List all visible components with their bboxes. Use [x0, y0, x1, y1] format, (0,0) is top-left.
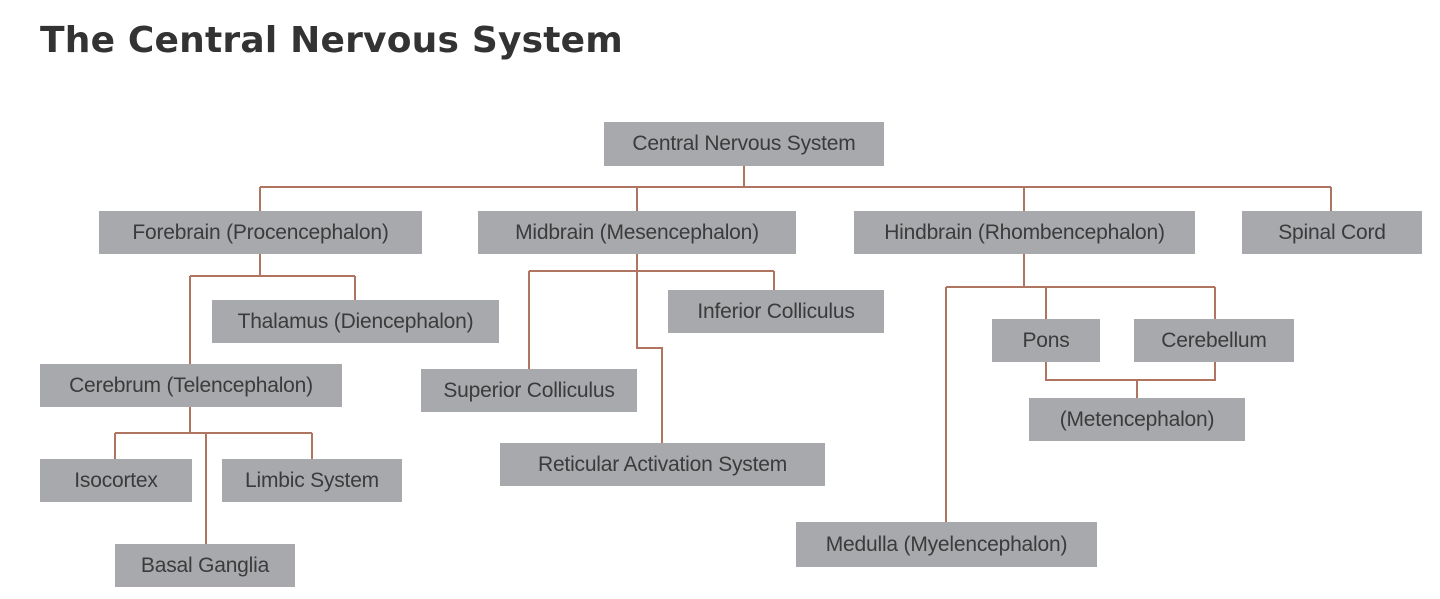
- node-hindbrain: Hindbrain (Rhombencephalon): [854, 211, 1195, 254]
- connector-hindbrain-branch: [945, 254, 1216, 522]
- connector-forebrain-branch: [189, 254, 356, 364]
- node-metencephalon: (Metencephalon): [1029, 398, 1245, 441]
- node-medulla: Medulla (Myelencephalon): [796, 522, 1097, 567]
- node-pons: Pons: [992, 319, 1100, 362]
- node-superior-colliculus: Superior Colliculus: [421, 369, 637, 412]
- connector-cns-to-divisions: [259, 166, 1332, 211]
- node-midbrain: Midbrain (Mesencephalon): [478, 211, 796, 254]
- page-title: The Central Nervous System: [40, 20, 623, 61]
- node-basal-ganglia: Basal Ganglia: [115, 544, 295, 587]
- connector-midbrain-branch: [528, 254, 775, 443]
- node-forebrain: Forebrain (Procencephalon): [99, 211, 422, 254]
- connector-metencephalon-branch: [1045, 362, 1216, 398]
- node-reticular-activation-system: Reticular Activation System: [500, 443, 825, 486]
- node-isocortex: Isocortex: [40, 459, 192, 502]
- node-cerebrum: Cerebrum (Telencephalon): [40, 364, 342, 407]
- node-central-nervous-system: Central Nervous System: [604, 122, 884, 166]
- node-limbic-system: Limbic System: [222, 459, 402, 502]
- connector-cerebrum-branch: [114, 407, 313, 544]
- node-inferior-colliculus: Inferior Colliculus: [668, 290, 884, 333]
- node-cerebellum: Cerebellum: [1134, 319, 1294, 362]
- node-spinal-cord: Spinal Cord: [1242, 211, 1422, 254]
- node-thalamus: Thalamus (Diencephalon): [212, 300, 499, 343]
